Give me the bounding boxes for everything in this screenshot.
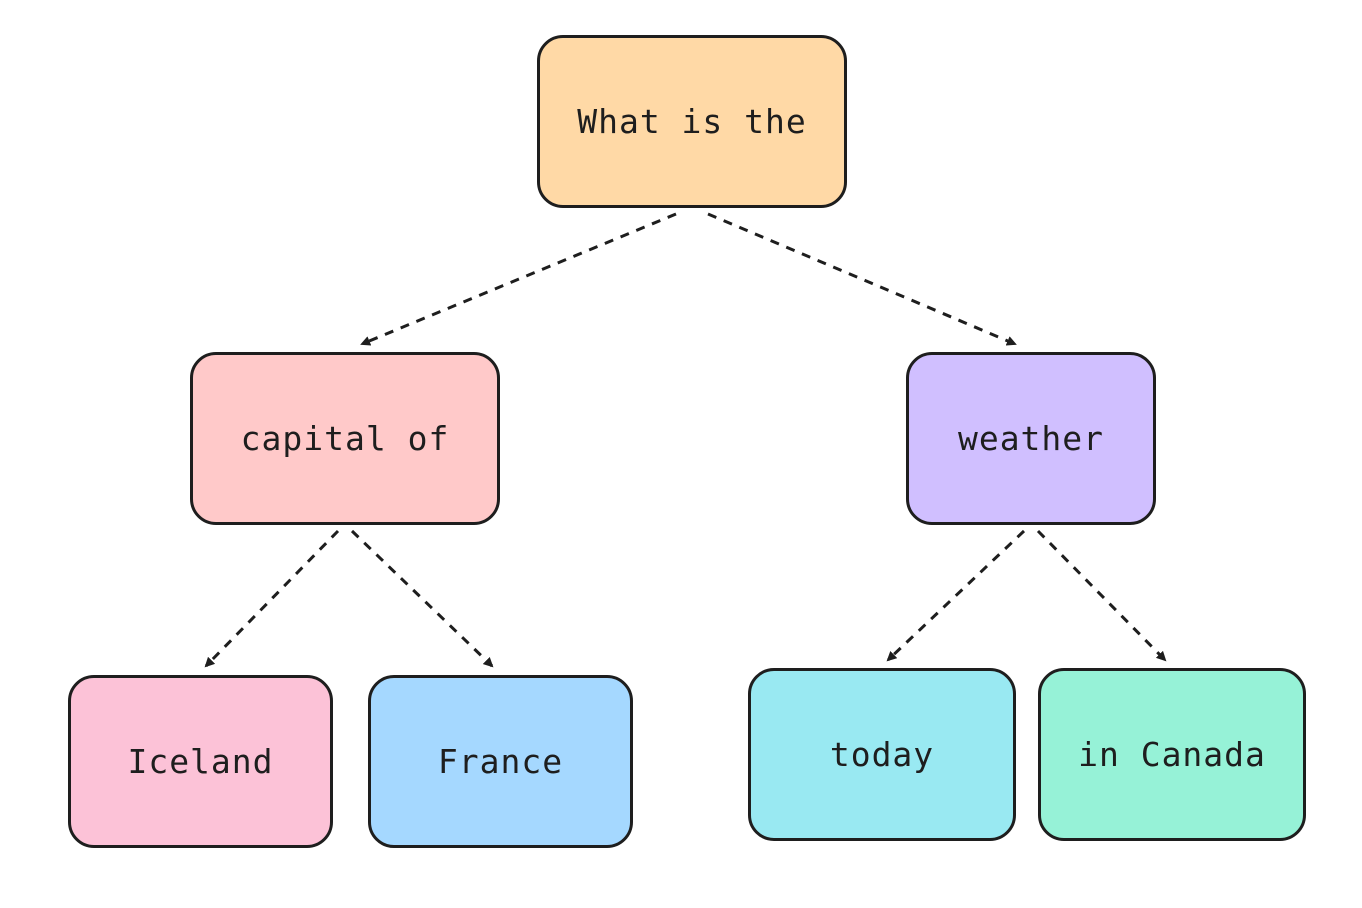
node-label: Iceland [127,742,274,781]
edge-root-weather [707,212,1017,346]
node-label: weather [957,419,1105,458]
edge-weather-today [886,529,1026,662]
node-label: today [829,735,935,774]
node-label: What is the [577,102,807,141]
node-iceland[interactable]: Iceland [68,675,333,848]
node-label: capital of [240,419,450,458]
edge-capital-iceland [204,529,340,668]
node-label: France [437,742,564,781]
node-france[interactable]: France [368,675,633,848]
node-weather[interactable]: weather [906,352,1156,525]
node-today[interactable]: today [748,668,1016,841]
edge-weather-canada [1036,529,1167,662]
edge-root-capital [360,212,677,346]
edge-capital-france [350,529,494,668]
node-in-canada[interactable]: in Canada [1038,668,1306,841]
node-capital-of[interactable]: capital of [190,352,500,525]
node-label: in Canada [1078,735,1266,774]
node-what-is-the[interactable]: What is the [537,35,847,208]
